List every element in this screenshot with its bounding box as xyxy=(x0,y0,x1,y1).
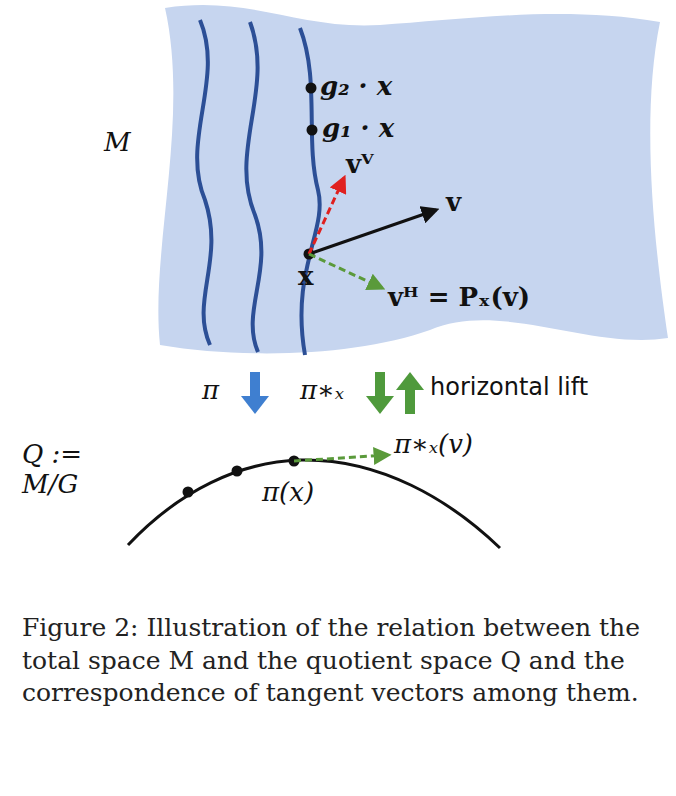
lift-arrow xyxy=(396,372,424,414)
orbit-point xyxy=(307,125,318,136)
point-label: g₂ · x xyxy=(320,72,392,102)
manifold-sheet xyxy=(158,5,668,353)
point-label: π(x) xyxy=(262,478,314,508)
quotient-point xyxy=(232,466,243,477)
figure-caption: Figure 2: Illustration of the relation b… xyxy=(22,612,658,710)
fiber-curve xyxy=(246,22,261,352)
fiber-curve xyxy=(197,20,211,345)
arrow-label: horizontal lift xyxy=(430,374,588,402)
horizontal-vector xyxy=(309,254,382,288)
space-label: M xyxy=(104,128,131,158)
quotient-point xyxy=(183,487,194,498)
vector-label: π∗ₓ(v) xyxy=(394,430,473,460)
projection-arrow xyxy=(241,372,269,414)
vector-label: v xyxy=(446,188,461,218)
tangent-vector xyxy=(309,210,436,254)
space-label: Q := M/G xyxy=(22,440,117,500)
projected-vector xyxy=(294,455,388,461)
pushforward-arrow xyxy=(366,372,394,414)
orbit-point xyxy=(306,83,317,94)
point-label: x xyxy=(298,262,314,292)
point-label: g₁ · x xyxy=(322,114,394,144)
vector-label: vᴴ = Pₓ(v) xyxy=(388,283,530,313)
vector-label: vⱽ xyxy=(346,150,374,180)
map-label: π xyxy=(202,376,219,406)
map-label: π∗ₓ xyxy=(300,376,344,406)
quotient-curve xyxy=(128,460,500,548)
fiber-curve xyxy=(300,28,320,355)
vertical-vector xyxy=(309,178,344,254)
